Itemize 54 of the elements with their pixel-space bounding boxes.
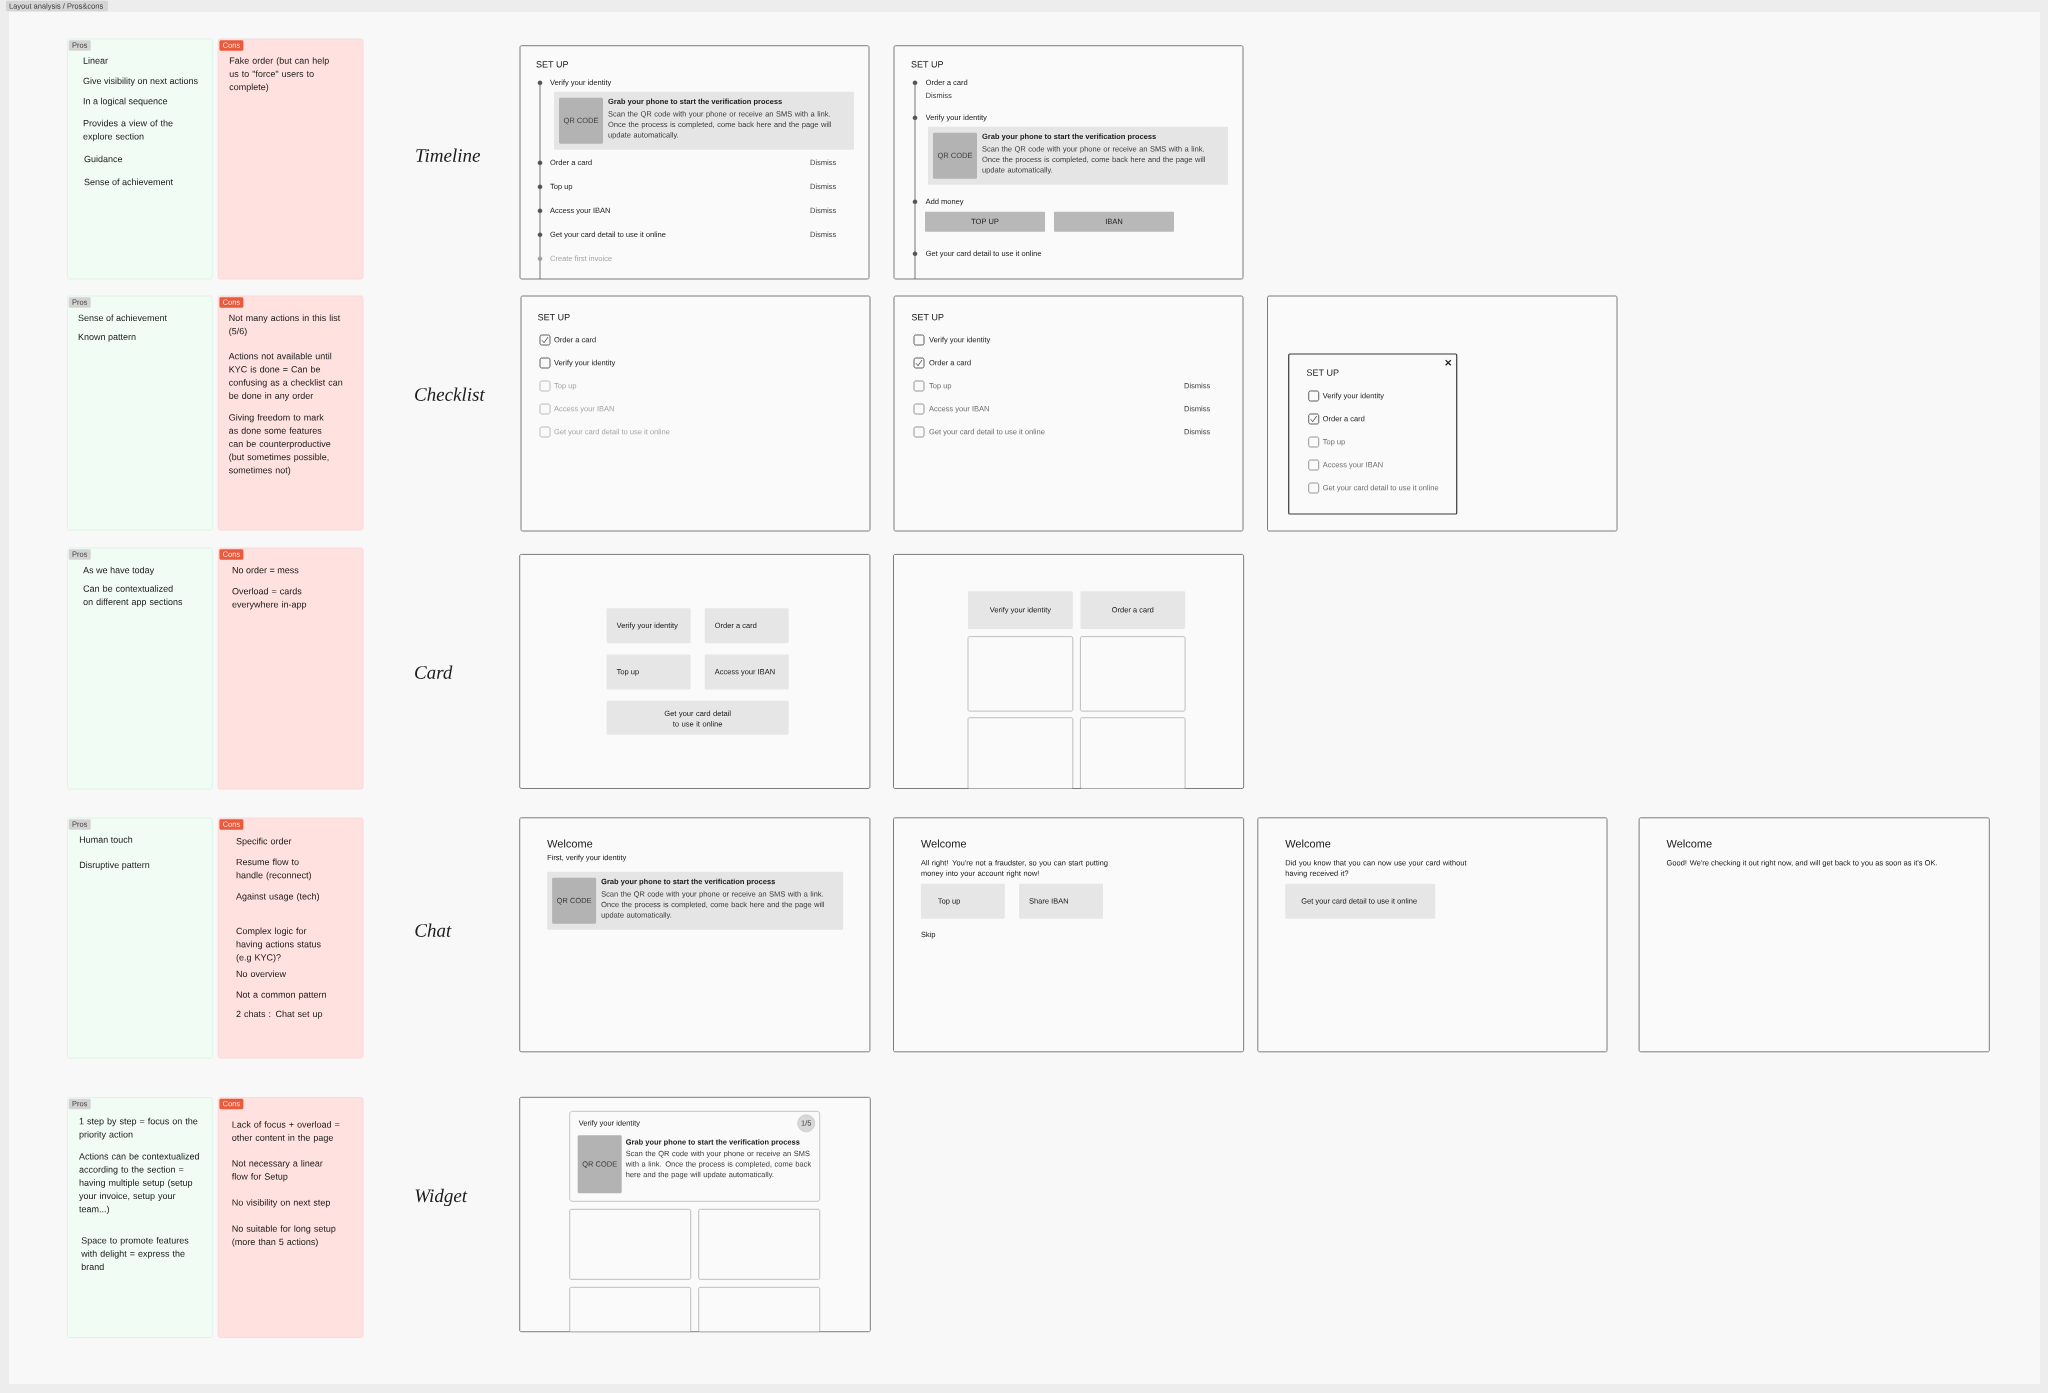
note-text: Fake order (but can help us to "force" users to complete) <box>229 57 329 92</box>
empty-card <box>1080 636 1186 712</box>
note-text: Not necessary a linear flow for Setup <box>231 1159 323 1182</box>
empty-card <box>967 636 1074 712</box>
note-text: Overload = cards everywhere in-app <box>232 587 307 610</box>
heading: Welcome <box>1285 839 1331 848</box>
note-text: 2 chats : Chat set up <box>236 1010 323 1019</box>
row-label: Timeline <box>416 148 480 162</box>
note-text: Actions can be contextualized according to the section = having multiple setup (setup your invoice, setup your team...) <box>79 1152 199 1215</box>
note-text: Linear <box>83 57 108 64</box>
note-text: Against usage (tech) <box>236 892 319 902</box>
note-text: Provides a view of the explore section <box>83 119 173 142</box>
heading: SET UP <box>536 61 569 68</box>
note-text: Not a common pattern <box>236 991 326 1000</box>
note-text: Give visibility on next actions <box>83 77 198 86</box>
row-label: Chat <box>415 923 452 937</box>
note-text: Complex logic for having actions status (e.g KYC)? <box>236 927 321 963</box>
note-text: Guidance <box>84 155 123 163</box>
heading: Welcome <box>1666 839 1712 848</box>
note-text: Giving freedom to mark as done some features can be counterproductive (but sometimes possible, sometimes not) <box>228 414 331 476</box>
note-text: 1 step by step = focus on the priority action <box>79 1117 198 1140</box>
heading: Welcome <box>920 839 967 848</box>
row-label: Widget <box>415 1188 468 1207</box>
note-text: Human touch <box>79 836 133 843</box>
empty-card <box>698 1286 821 1333</box>
empty-card <box>569 1286 692 1333</box>
note-text: Lack of focus + overload = other content in the page <box>232 1121 340 1143</box>
note-text: In a logical sequence <box>83 97 168 107</box>
empty-card <box>1080 717 1186 789</box>
heading: SET UP <box>538 314 570 321</box>
note-text: Sense of achievement <box>78 314 167 322</box>
note-text: Specific order <box>236 837 292 847</box>
note-text: No order = mess <box>232 566 299 574</box>
heading: Welcome <box>547 839 593 848</box>
note-text: Can be contextualized on different app sections <box>83 585 183 607</box>
heading: SET UP <box>911 314 944 321</box>
note-text: Actions not available until KYC is done = Can be confusing as a checklist can be done in any order <box>228 352 343 401</box>
note-text: No suitable for long setup (more than 5 actions) <box>232 1225 336 1247</box>
heading: SET UP <box>911 61 944 68</box>
heading: SET UP <box>1306 369 1339 376</box>
empty-card <box>967 717 1074 789</box>
note-text: Not many actions in this list (5/6) <box>229 314 341 337</box>
row-label: Checklist <box>415 387 486 401</box>
row-label: Card <box>415 665 453 679</box>
empty-card <box>569 1208 692 1280</box>
empty-card <box>698 1208 821 1280</box>
note-text: No overview <box>236 970 287 978</box>
note-text: Sense of achievement <box>84 178 173 186</box>
note-text: As we have today <box>83 566 155 576</box>
note-text: Resume flow to handle (reconnect) <box>236 858 311 881</box>
note-text: No visibility on next step <box>232 1199 330 1208</box>
note-text: Known pattern <box>78 333 136 342</box>
note-text: Space to promote features with delight = express the brand <box>81 1237 189 1270</box>
note-text: Disruptive pattern <box>79 861 150 870</box>
